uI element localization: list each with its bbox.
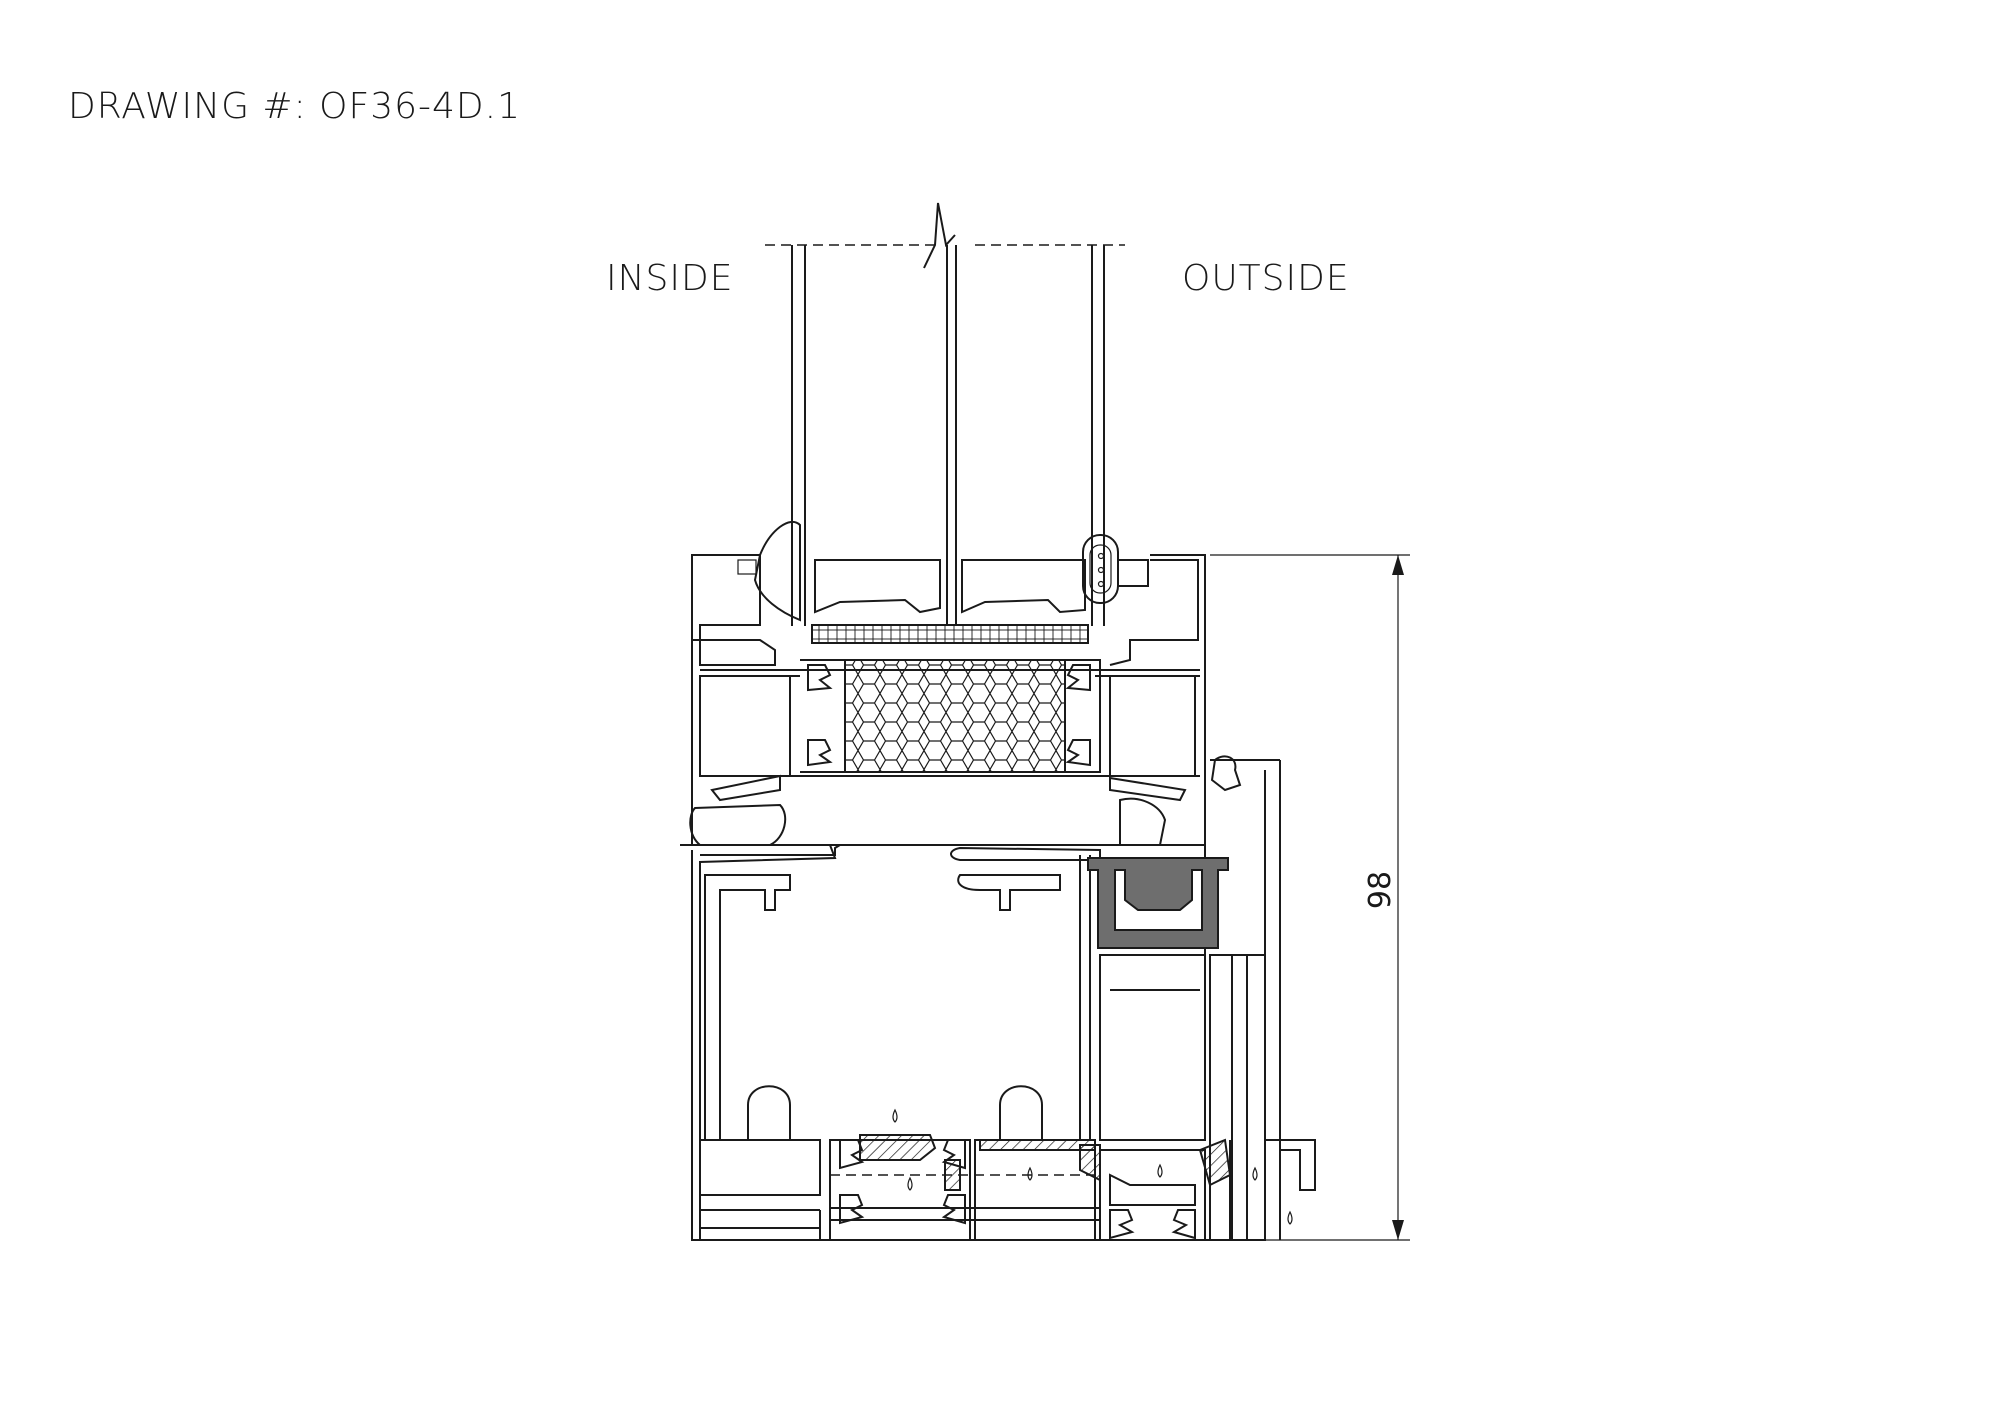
sash-profile [689, 554, 1242, 846]
height-dimension: 98 [1210, 554, 1410, 1241]
frame-profile [680, 759, 1316, 1241]
inside-glazing-bead [691, 520, 801, 641]
outside-label: OUTSIDE [1182, 258, 1350, 299]
glass-spacers [811, 559, 1089, 644]
drawing-number-title: DRAWING #: OF36-4D.1 [68, 86, 521, 127]
sash-insulation [844, 659, 1066, 773]
glazing-unit [765, 202, 1125, 626]
u-channel-gasket [1087, 857, 1229, 949]
outside-glazing-gasket [1082, 534, 1149, 604]
dimension-value: 98 [1363, 871, 1398, 909]
inside-label: INSIDE [606, 258, 734, 299]
